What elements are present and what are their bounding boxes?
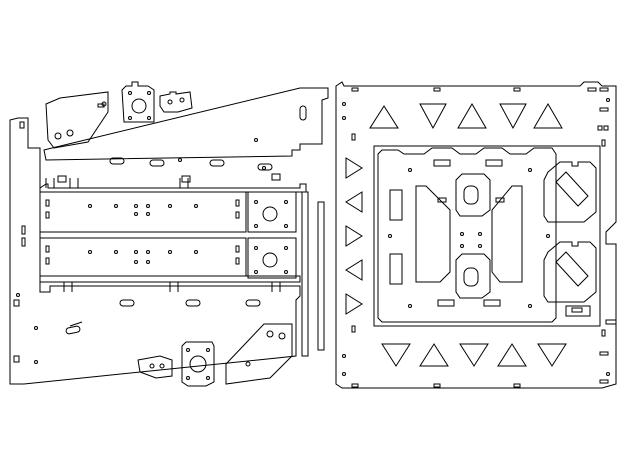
- hole: [285, 271, 288, 274]
- oval-slot: [258, 164, 272, 170]
- oval-slot: [186, 300, 200, 306]
- hole: [255, 225, 258, 228]
- carriage-right-window: [492, 186, 522, 282]
- hole: [285, 201, 288, 204]
- hole: [67, 130, 73, 136]
- small-clip: [566, 306, 590, 316]
- z-plate-upper: [248, 192, 296, 232]
- hole: [285, 247, 288, 250]
- slot: [22, 238, 25, 246]
- vertical-strip-2: [318, 202, 324, 350]
- endstop-part-top: [160, 92, 192, 112]
- hole: [160, 364, 164, 368]
- top-triangle-cutouts: [370, 104, 562, 128]
- hole: [129, 117, 132, 120]
- oval-slot: [150, 160, 164, 166]
- small-slot: [58, 176, 66, 182]
- slot: [22, 226, 25, 234]
- motor-bore: [132, 99, 146, 113]
- small-slot: [272, 174, 280, 180]
- slot: [14, 356, 19, 362]
- bearing-inner: [464, 268, 478, 286]
- hole: [255, 139, 258, 142]
- beam-holes-upper: [46, 200, 239, 218]
- y-bearing-holder-bottom: [544, 242, 596, 302]
- idler-bracket: [46, 92, 108, 148]
- bearing-cutout-top: [456, 174, 490, 216]
- hole: [279, 333, 285, 339]
- oval-slot: [66, 326, 81, 335]
- beam-tabs-lower: [64, 282, 280, 292]
- idler-bracket-bottom: [226, 324, 292, 384]
- beam-inner: [40, 238, 246, 276]
- carriage-slots: [389, 160, 550, 308]
- hole: [17, 294, 20, 297]
- main-frame-plate: [336, 82, 616, 388]
- slot: [20, 122, 24, 128]
- hole: [207, 377, 210, 380]
- bearing-cutout-bottom: [456, 254, 490, 298]
- y-bearing-holder-inner: [556, 172, 588, 206]
- z-bore: [263, 253, 277, 267]
- hole: [187, 377, 190, 380]
- oval-slot: [120, 300, 134, 306]
- hole: [255, 201, 258, 204]
- bed-carriage: [378, 148, 556, 322]
- hole: [207, 349, 210, 352]
- frame-holes: [343, 88, 617, 387]
- top-long-plate: [44, 88, 328, 160]
- slot: [70, 322, 82, 326]
- hole: [263, 167, 266, 170]
- hole: [246, 362, 250, 366]
- clip-slot: [572, 308, 582, 312]
- hole: [55, 133, 61, 139]
- oval-slot: [246, 300, 260, 306]
- z-plate-lower: [248, 238, 296, 278]
- lower-beam: [40, 238, 300, 282]
- y-bearing-holder-top: [544, 162, 596, 222]
- hole: [168, 100, 172, 104]
- hole: [129, 92, 132, 95]
- hole: [148, 92, 151, 95]
- hole: [35, 361, 38, 364]
- hole: [180, 98, 184, 102]
- carriage-left-window: [416, 186, 450, 282]
- slot: [98, 104, 104, 107]
- left-side-plate: [10, 118, 300, 384]
- oval-slot: [300, 106, 306, 120]
- frame-inner-cutout: [374, 146, 600, 326]
- oval-slot: [210, 160, 224, 166]
- hole: [255, 271, 258, 274]
- small-slot: [182, 176, 190, 182]
- carriage-left-slot: [390, 254, 402, 284]
- y-bearing-holder-inner: [556, 252, 588, 286]
- hole: [267, 331, 273, 337]
- oval-slot: [110, 158, 124, 164]
- hole: [255, 247, 258, 250]
- z-bore: [263, 207, 277, 221]
- left-triangle-cutouts: [346, 158, 362, 314]
- slot: [14, 300, 19, 306]
- motor-mount-top: [122, 82, 154, 122]
- hole: [148, 117, 151, 120]
- beam-holes-lower: [46, 246, 239, 264]
- bottom-triangle-cutouts: [382, 344, 566, 366]
- motor-mount-bottom: [182, 342, 214, 386]
- hole: [187, 349, 190, 352]
- beam-tabs-upper: [46, 178, 188, 188]
- vertical-strip: [302, 192, 308, 356]
- hole: [179, 159, 182, 162]
- endstop-part-bottom: [138, 356, 172, 378]
- hole: [35, 327, 38, 330]
- beam-inner: [40, 192, 246, 232]
- carriage-left-slot: [390, 190, 402, 220]
- motor-bore: [190, 356, 206, 372]
- bearing-inner: [464, 186, 478, 204]
- hole: [150, 364, 154, 368]
- hole: [285, 225, 288, 228]
